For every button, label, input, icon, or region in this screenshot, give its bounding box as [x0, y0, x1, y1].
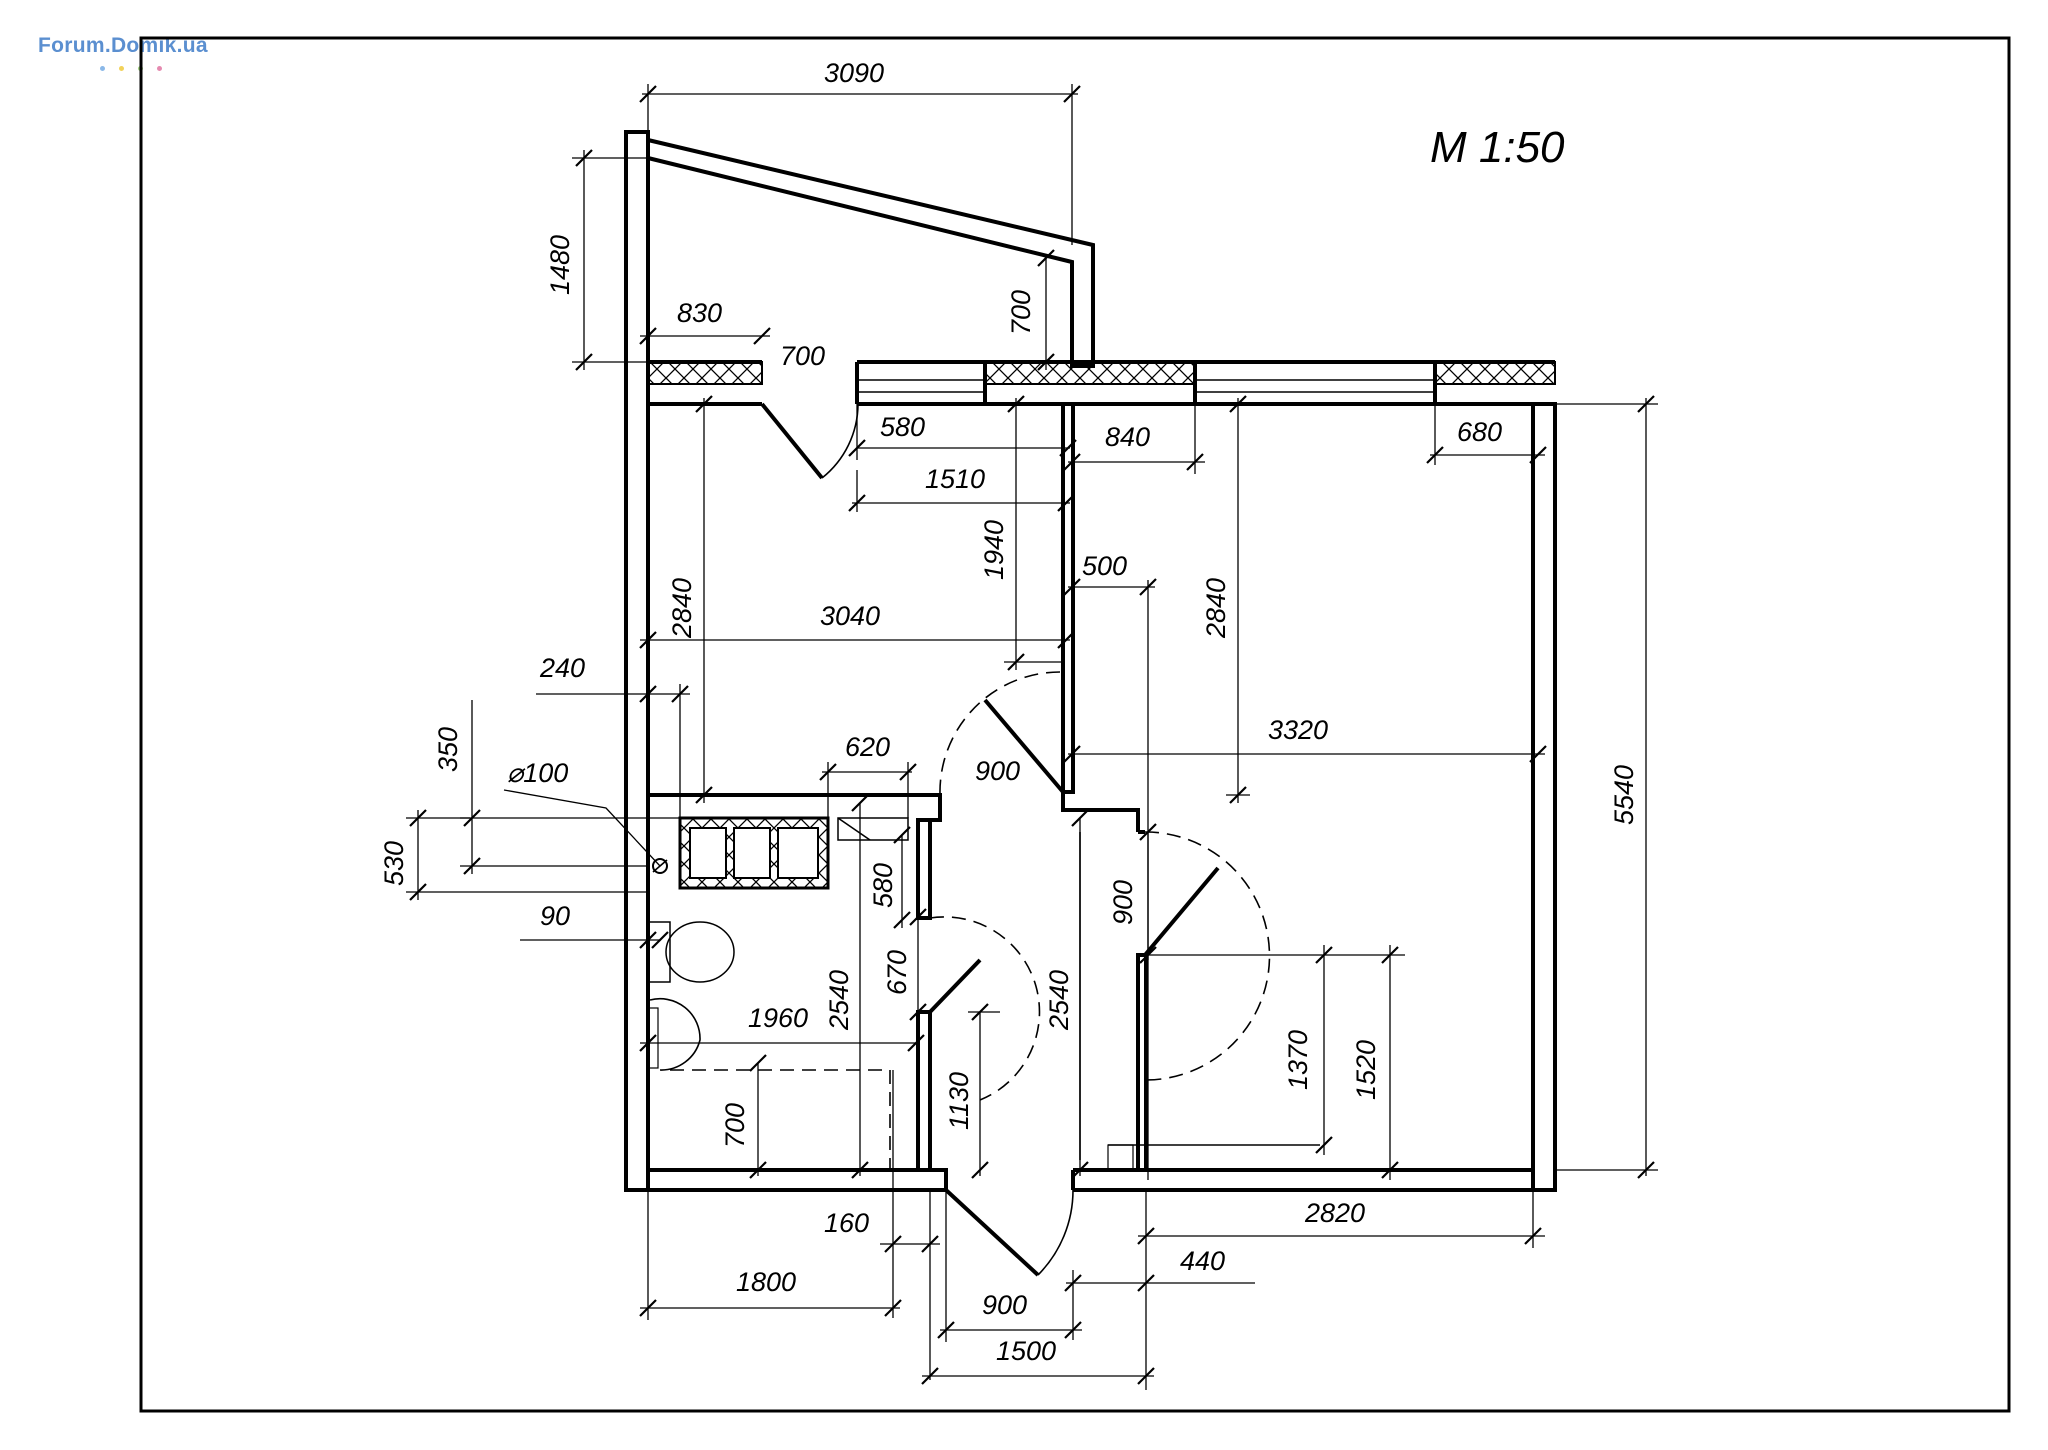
dim-830: 830 [677, 298, 722, 328]
dim-2540-left: 2540 [824, 970, 854, 1031]
dim-900-bot: 900 [982, 1290, 1027, 1320]
dim-2820: 2820 [1304, 1198, 1365, 1228]
dim-160: 160 [824, 1208, 869, 1238]
dim-620: 620 [845, 732, 890, 762]
bathroom-wall [916, 818, 932, 920]
wm-dot-4 [157, 66, 162, 71]
dim-350: 350 [433, 727, 463, 772]
dim-840: 840 [1105, 422, 1150, 452]
dim-5540: 5540 [1609, 765, 1639, 825]
outer-left-wall [624, 130, 650, 1192]
dim-1480: 1480 [545, 235, 575, 295]
dim-dia-100: ⌀100 [507, 758, 568, 788]
partition-wall-middle [1061, 402, 1075, 794]
right-room-left-wall [1136, 953, 1148, 1172]
dimension-lines [406, 84, 1658, 1390]
dim-3320: 3320 [1268, 715, 1328, 745]
dim-1800: 1800 [736, 1267, 796, 1297]
scale-label: M 1:50 [1430, 123, 1565, 172]
wm-dot-2 [119, 66, 124, 71]
dim-440: 440 [1180, 1246, 1225, 1276]
dim-580-mid: 580 [868, 863, 898, 908]
dim-700-wall: 700 [1006, 290, 1036, 335]
sill-hatch-3 [1434, 361, 1556, 385]
dim-1130: 1130 [944, 1072, 974, 1130]
dim-90: 90 [540, 901, 570, 931]
doors [760, 402, 1271, 1277]
sill-hatch-2 [984, 361, 1196, 385]
dim-1510: 1510 [925, 464, 985, 494]
dim-530: 530 [379, 841, 409, 886]
dim-240: 240 [539, 653, 585, 683]
dim-3090: 3090 [824, 58, 884, 88]
outer-right-wall [1531, 402, 1557, 1192]
dim-1520: 1520 [1351, 1040, 1381, 1100]
dim-670: 670 [882, 950, 912, 995]
dimension-labels: 3090 1480 830 700 700 580 840 1510 680 1… [379, 58, 1639, 1366]
dim-900-right: 900 [1108, 880, 1138, 925]
walls [624, 130, 1557, 1192]
dim-2840-left: 2840 [667, 578, 697, 639]
dim-900-mid: 900 [975, 756, 1020, 786]
watermark-logo: Forum.Domik.ua [38, 34, 208, 57]
dim-3040: 3040 [820, 601, 880, 631]
vent-block [652, 816, 909, 890]
fixtures [647, 921, 1320, 1171]
dim-1370: 1370 [1283, 1030, 1313, 1090]
dim-2840-right: 2840 [1201, 578, 1231, 639]
wm-dot-1 [100, 66, 105, 71]
sheet-frame [139, 36, 2011, 1413]
sill-hatch-1 [647, 361, 763, 385]
dim-1500: 1500 [996, 1336, 1056, 1366]
dim-700-door: 700 [780, 341, 825, 371]
dim-580-top: 580 [880, 412, 925, 442]
dim-680: 680 [1457, 417, 1502, 447]
dim-700-bot: 700 [720, 1103, 750, 1148]
dim-1940: 1940 [979, 520, 1009, 580]
dim-1960: 1960 [748, 1003, 808, 1033]
dim-2540-right: 2540 [1044, 970, 1074, 1031]
dim-500: 500 [1082, 551, 1127, 581]
